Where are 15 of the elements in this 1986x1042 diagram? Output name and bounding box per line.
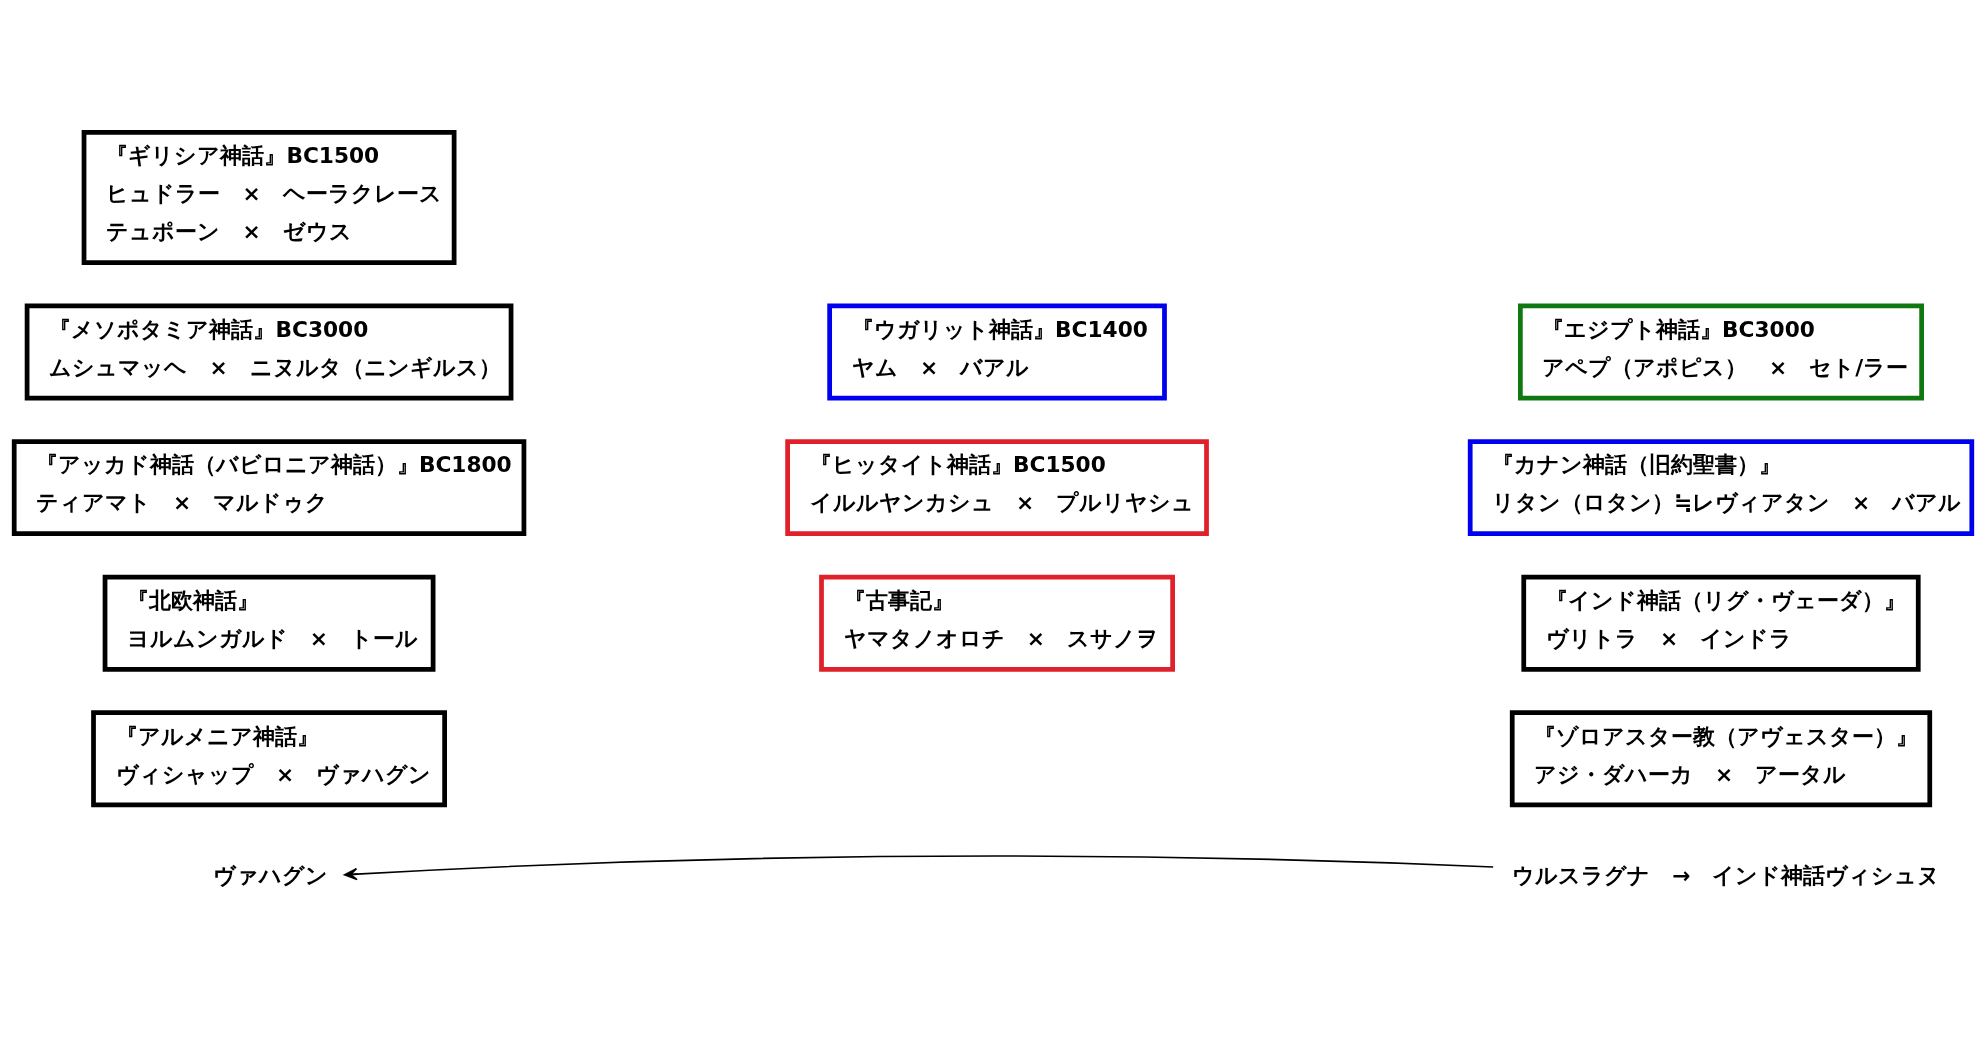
- node-box: 『カナン神話（旧約聖書）』 リタン（ロタン）≒レヴィアタン × バアル: [1467, 438, 1975, 536]
- node-box: 『北欧神話』 ヨルムンガルド × トール: [102, 574, 436, 672]
- node-box: 『ウガリット神話』BC1400 ヤム × バアル: [827, 303, 1167, 400]
- node-box: 『インド神話（リグ・ヴェーダ）』 ヴリトラ × インドラ: [1521, 574, 1921, 672]
- node-box: 『古事記』 ヤマタノオロチ × スサノヲ: [819, 574, 1175, 672]
- node-text: ヴァハグン: [213, 862, 329, 888]
- node-box: 『アッカド神話（バビロニア神話）』BC1800 ティアマト × マルドゥク: [11, 438, 527, 536]
- node-box: 『メソポタミア神話』BC3000 ムシュマッヘ × ニヌルタ（ニンギルス）: [24, 303, 514, 400]
- node-text: ウルスラグナ → インド神話ヴィシュヌ: [1512, 862, 1941, 888]
- node-box: 『ヒッタイト神話』BC1500 イルルヤンカシュ × プルリヤシュ: [785, 438, 1209, 536]
- node-box: 『ゾロアスター教（アヴェスター）』 アジ・ダハーカ × アータル: [1509, 709, 1933, 807]
- node-box: 『アルメニア神話』 ヴィシャップ × ヴァハグン: [91, 709, 447, 807]
- node-box: 『ギリシア神話』BC1500 ヒュドラー × ヘーラクレース テュポーン × ゼウス: [81, 129, 457, 265]
- arrow: [343, 854, 1494, 880]
- node-box: 『エジプト神話』BC3000 アペプ（アポピス） × セト/ラー: [1518, 303, 1924, 400]
